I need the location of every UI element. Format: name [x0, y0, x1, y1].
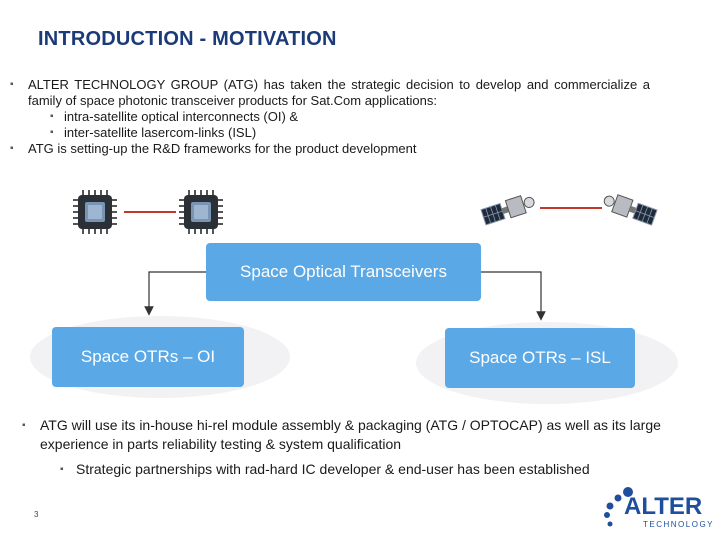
bullet-text: intra-satellite optical interconnects (O… [64, 109, 299, 124]
bullet-text: ATG will use its in-house hi-rel module … [40, 417, 661, 452]
logo-word-technology: TECHNOLOGY [643, 520, 714, 529]
chip-icon [179, 190, 223, 234]
bullet-marker: ▪ [10, 143, 14, 154]
bullet-marker: ▪ [50, 127, 54, 138]
space-optical-transceivers-box: Space Optical Transceivers [206, 243, 481, 301]
bullet-text: inter-satellite lasercom-links (ISL) [64, 125, 257, 140]
sub-bullet-item: ▪ inter-satellite lasercom-links (ISL) [10, 125, 650, 141]
alter-technology-logo: ALTER TECHNOLOGY [604, 487, 714, 529]
bullet-marker: ▪ [22, 420, 26, 431]
page-number: 3 [34, 510, 39, 519]
intro-bullet-list: ▪ ALTER TECHNOLOGY GROUP (ATG) has taken… [10, 77, 650, 157]
bullet-item: ▪ ATG is setting-up the R&D frameworks f… [10, 141, 650, 157]
laser-link [540, 207, 602, 209]
connector-left [144, 271, 206, 316]
satellite-icon [603, 194, 658, 226]
laser-link [124, 211, 176, 213]
chip-icon [73, 190, 117, 234]
logo-word-alter: ALTER [624, 493, 702, 520]
bullet-item: ▪ ATG will use its in-house hi-rel modul… [22, 416, 702, 454]
sub-bullet-item: ▪ intra-satellite optical interconnects … [10, 109, 650, 125]
outlook-bullet-list: ▪ ATG will use its in-house hi-rel modul… [22, 416, 702, 479]
bullet-text: Strategic partnerships with rad-hard IC … [76, 461, 590, 477]
bullet-marker: ▪ [10, 79, 14, 90]
bullet-marker: ▪ [60, 464, 64, 475]
bullet-text: ATG is setting-up the R&D frameworks for… [28, 141, 417, 156]
connector-right [481, 271, 546, 321]
space-otrs-oi-box: Space OTRs – OI [52, 327, 244, 387]
bullet-item: ▪ ALTER TECHNOLOGY GROUP (ATG) has taken… [10, 77, 650, 109]
page-title: INTRODUCTION - MOTIVATION [38, 28, 337, 50]
satellite-icon [480, 195, 535, 226]
bullet-marker: ▪ [50, 111, 54, 122]
sub-bullet-item: ▪ Strategic partnerships with rad-hard I… [22, 460, 702, 479]
bullet-text: ALTER TECHNOLOGY GROUP (ATG) has taken t… [28, 77, 650, 108]
space-otrs-isl-box: Space OTRs – ISL [445, 328, 635, 388]
